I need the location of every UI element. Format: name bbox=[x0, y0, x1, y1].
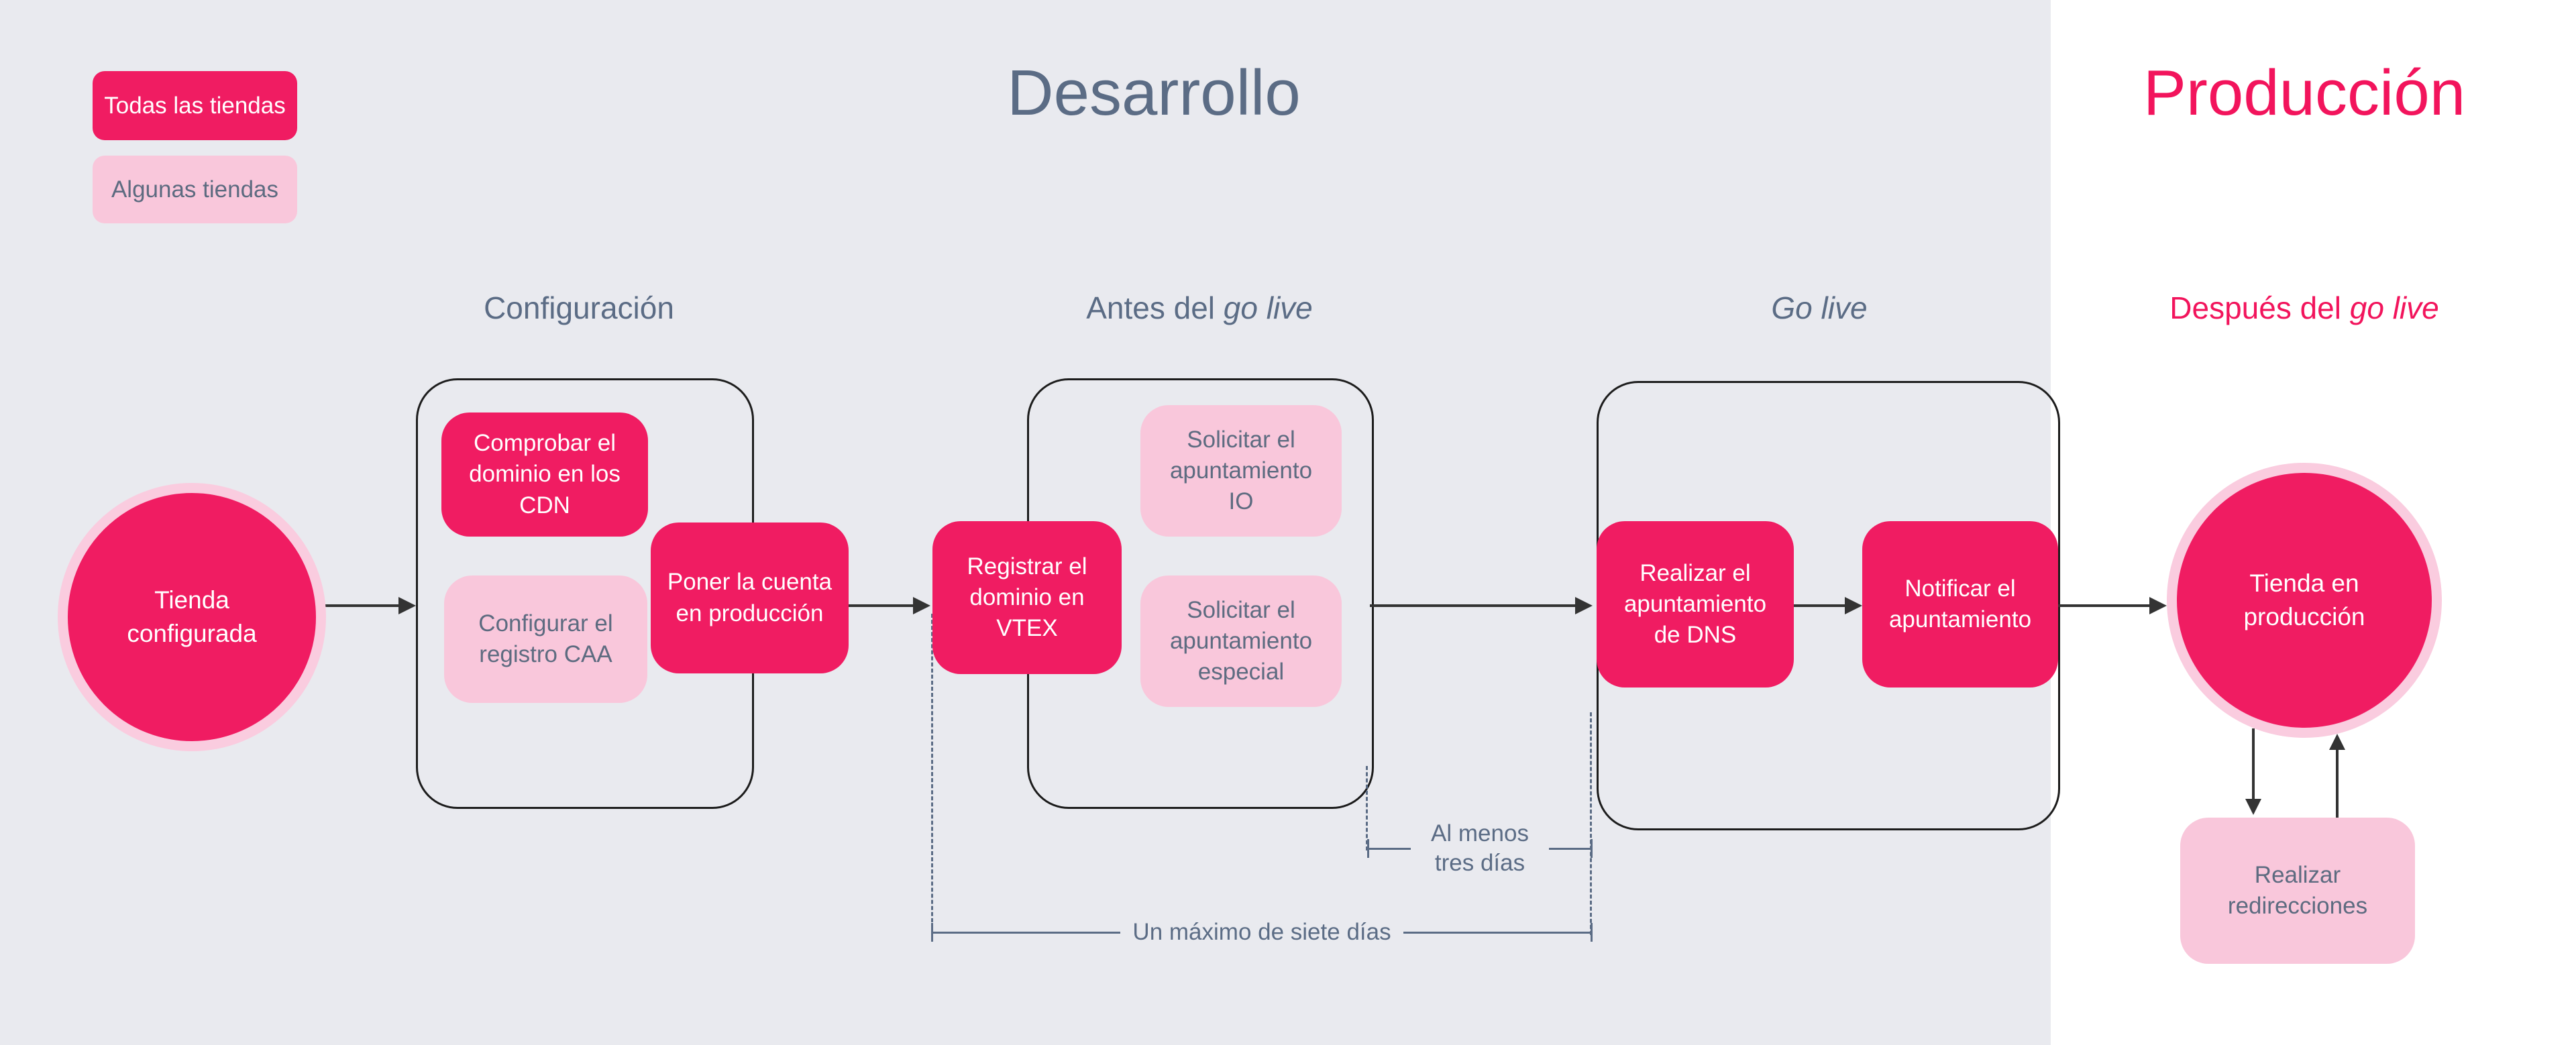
arrowhead-notify-to-production bbox=[2149, 597, 2167, 614]
arrow-dns-to-notify bbox=[1792, 604, 1845, 607]
node-request-io-pointing-label: Solicitar el apuntamiento IO bbox=[1169, 426, 1313, 515]
duration-max-seven-days-label: Un máximo de siete días bbox=[1132, 919, 1391, 946]
node-check-domain-cdn: Comprobar el dominio en los CDN bbox=[441, 412, 648, 537]
phase-golive-text: Go live bbox=[1771, 290, 1868, 325]
arrow-account-to-register bbox=[849, 604, 913, 607]
arrowhead-redirects-to-production bbox=[2329, 734, 2345, 750]
dashed-line-register-domain bbox=[931, 614, 933, 934]
arrowhead-before-golive-to-golive bbox=[1575, 597, 1593, 614]
node-request-io-pointing: Solicitar el apuntamiento IO bbox=[1140, 405, 1342, 537]
tick-icon bbox=[1591, 923, 1593, 942]
node-account-production: Poner la cuenta en producción bbox=[651, 522, 849, 673]
arrowhead-dns-to-notify bbox=[1845, 597, 1862, 614]
phase-before-golive-prefix: Antes del bbox=[1086, 290, 1224, 325]
duration-min-three-days: Al menos tres días bbox=[1367, 820, 1593, 876]
legend-some-stores: Algunas tiendas bbox=[93, 156, 297, 223]
legend-some-stores-label: Algunas tiendas bbox=[111, 176, 279, 203]
tick-icon bbox=[1591, 839, 1593, 858]
tick-icon bbox=[931, 923, 933, 942]
measure-line bbox=[933, 931, 1121, 934]
node-notify-pointing: Notificar el apuntamiento bbox=[1862, 521, 2058, 688]
legend-all-stores-label: Todas las tiendas bbox=[104, 92, 286, 119]
measure-line bbox=[1549, 847, 1591, 850]
arrow-redirects-to-production bbox=[2336, 750, 2339, 818]
node-request-special-pointing-label: Solicitar el apuntamiento especial bbox=[1169, 596, 1313, 685]
node-store-in-production: Tienda en producción bbox=[2167, 463, 2442, 738]
phase-label-configuration: Configuración bbox=[378, 290, 780, 327]
arrow-notify-to-production bbox=[2058, 604, 2149, 607]
node-dns-pointing-label: Realizar el apuntamiento de DNS bbox=[1623, 559, 1767, 649]
dashed-line-before-golive-end bbox=[1366, 766, 1368, 850]
arrowhead-account-to-register bbox=[913, 597, 930, 614]
production-section-title: Producción bbox=[2143, 57, 2466, 129]
node-store-in-production-label: Tienda en producción bbox=[2243, 569, 2365, 630]
node-redirects: Realizar redirecciones bbox=[2180, 818, 2415, 964]
node-request-special-pointing: Solicitar el apuntamiento especial bbox=[1140, 575, 1342, 707]
phase-configuration-text: Configuración bbox=[484, 290, 674, 325]
node-store-configured-label: Tienda configurada bbox=[127, 586, 257, 647]
node-dns-pointing: Realizar el apuntamiento de DNS bbox=[1597, 521, 1794, 688]
node-register-domain: Registrar el dominio en VTEX bbox=[932, 521, 1122, 674]
legend-all-stores: Todas las tiendas bbox=[93, 71, 297, 140]
measure-line bbox=[1403, 931, 1591, 934]
arrow-production-to-redirects bbox=[2252, 728, 2255, 799]
phase-label-golive: Go live bbox=[1618, 290, 2021, 327]
arrowhead-production-to-redirects bbox=[2245, 799, 2261, 815]
measure-line bbox=[1369, 847, 1411, 850]
arrow-before-golive-to-golive bbox=[1370, 604, 1575, 607]
node-register-domain-label: Registrar el dominio en VTEX bbox=[967, 553, 1087, 642]
phase-before-golive-italic: go live bbox=[1223, 290, 1313, 325]
node-store-configured: Tienda configurada bbox=[58, 483, 326, 751]
duration-max-seven-days: Un máximo de siete días bbox=[931, 919, 1593, 945]
node-configure-caa-label: Configurar el registro CAA bbox=[478, 610, 613, 667]
node-account-production-label: Poner la cuenta en producción bbox=[667, 569, 833, 626]
phase-label-after-golive: Después del go live bbox=[2103, 290, 2506, 327]
duration-min-three-days-label: Al menos tres días bbox=[1431, 820, 1529, 876]
node-notify-pointing-label: Notificar el apuntamiento bbox=[1888, 575, 2032, 632]
phase-after-golive-italic: go live bbox=[2349, 290, 2439, 325]
node-configure-caa: Configurar el registro CAA bbox=[444, 575, 647, 703]
phase-after-golive-prefix: Después del bbox=[2169, 290, 2350, 325]
dashed-line-golive-start bbox=[1590, 712, 1592, 935]
arrow-store-to-configuration bbox=[323, 604, 398, 607]
development-section-title: Desarrollo bbox=[1007, 57, 1301, 129]
phase-label-before-golive: Antes del go live bbox=[998, 290, 1401, 327]
tick-icon bbox=[1367, 839, 1369, 858]
arrowhead-store-to-configuration bbox=[398, 597, 416, 614]
node-redirects-label: Realizar redirecciones bbox=[2227, 861, 2368, 919]
node-check-domain-cdn-label: Comprobar el dominio en los CDN bbox=[469, 430, 621, 518]
